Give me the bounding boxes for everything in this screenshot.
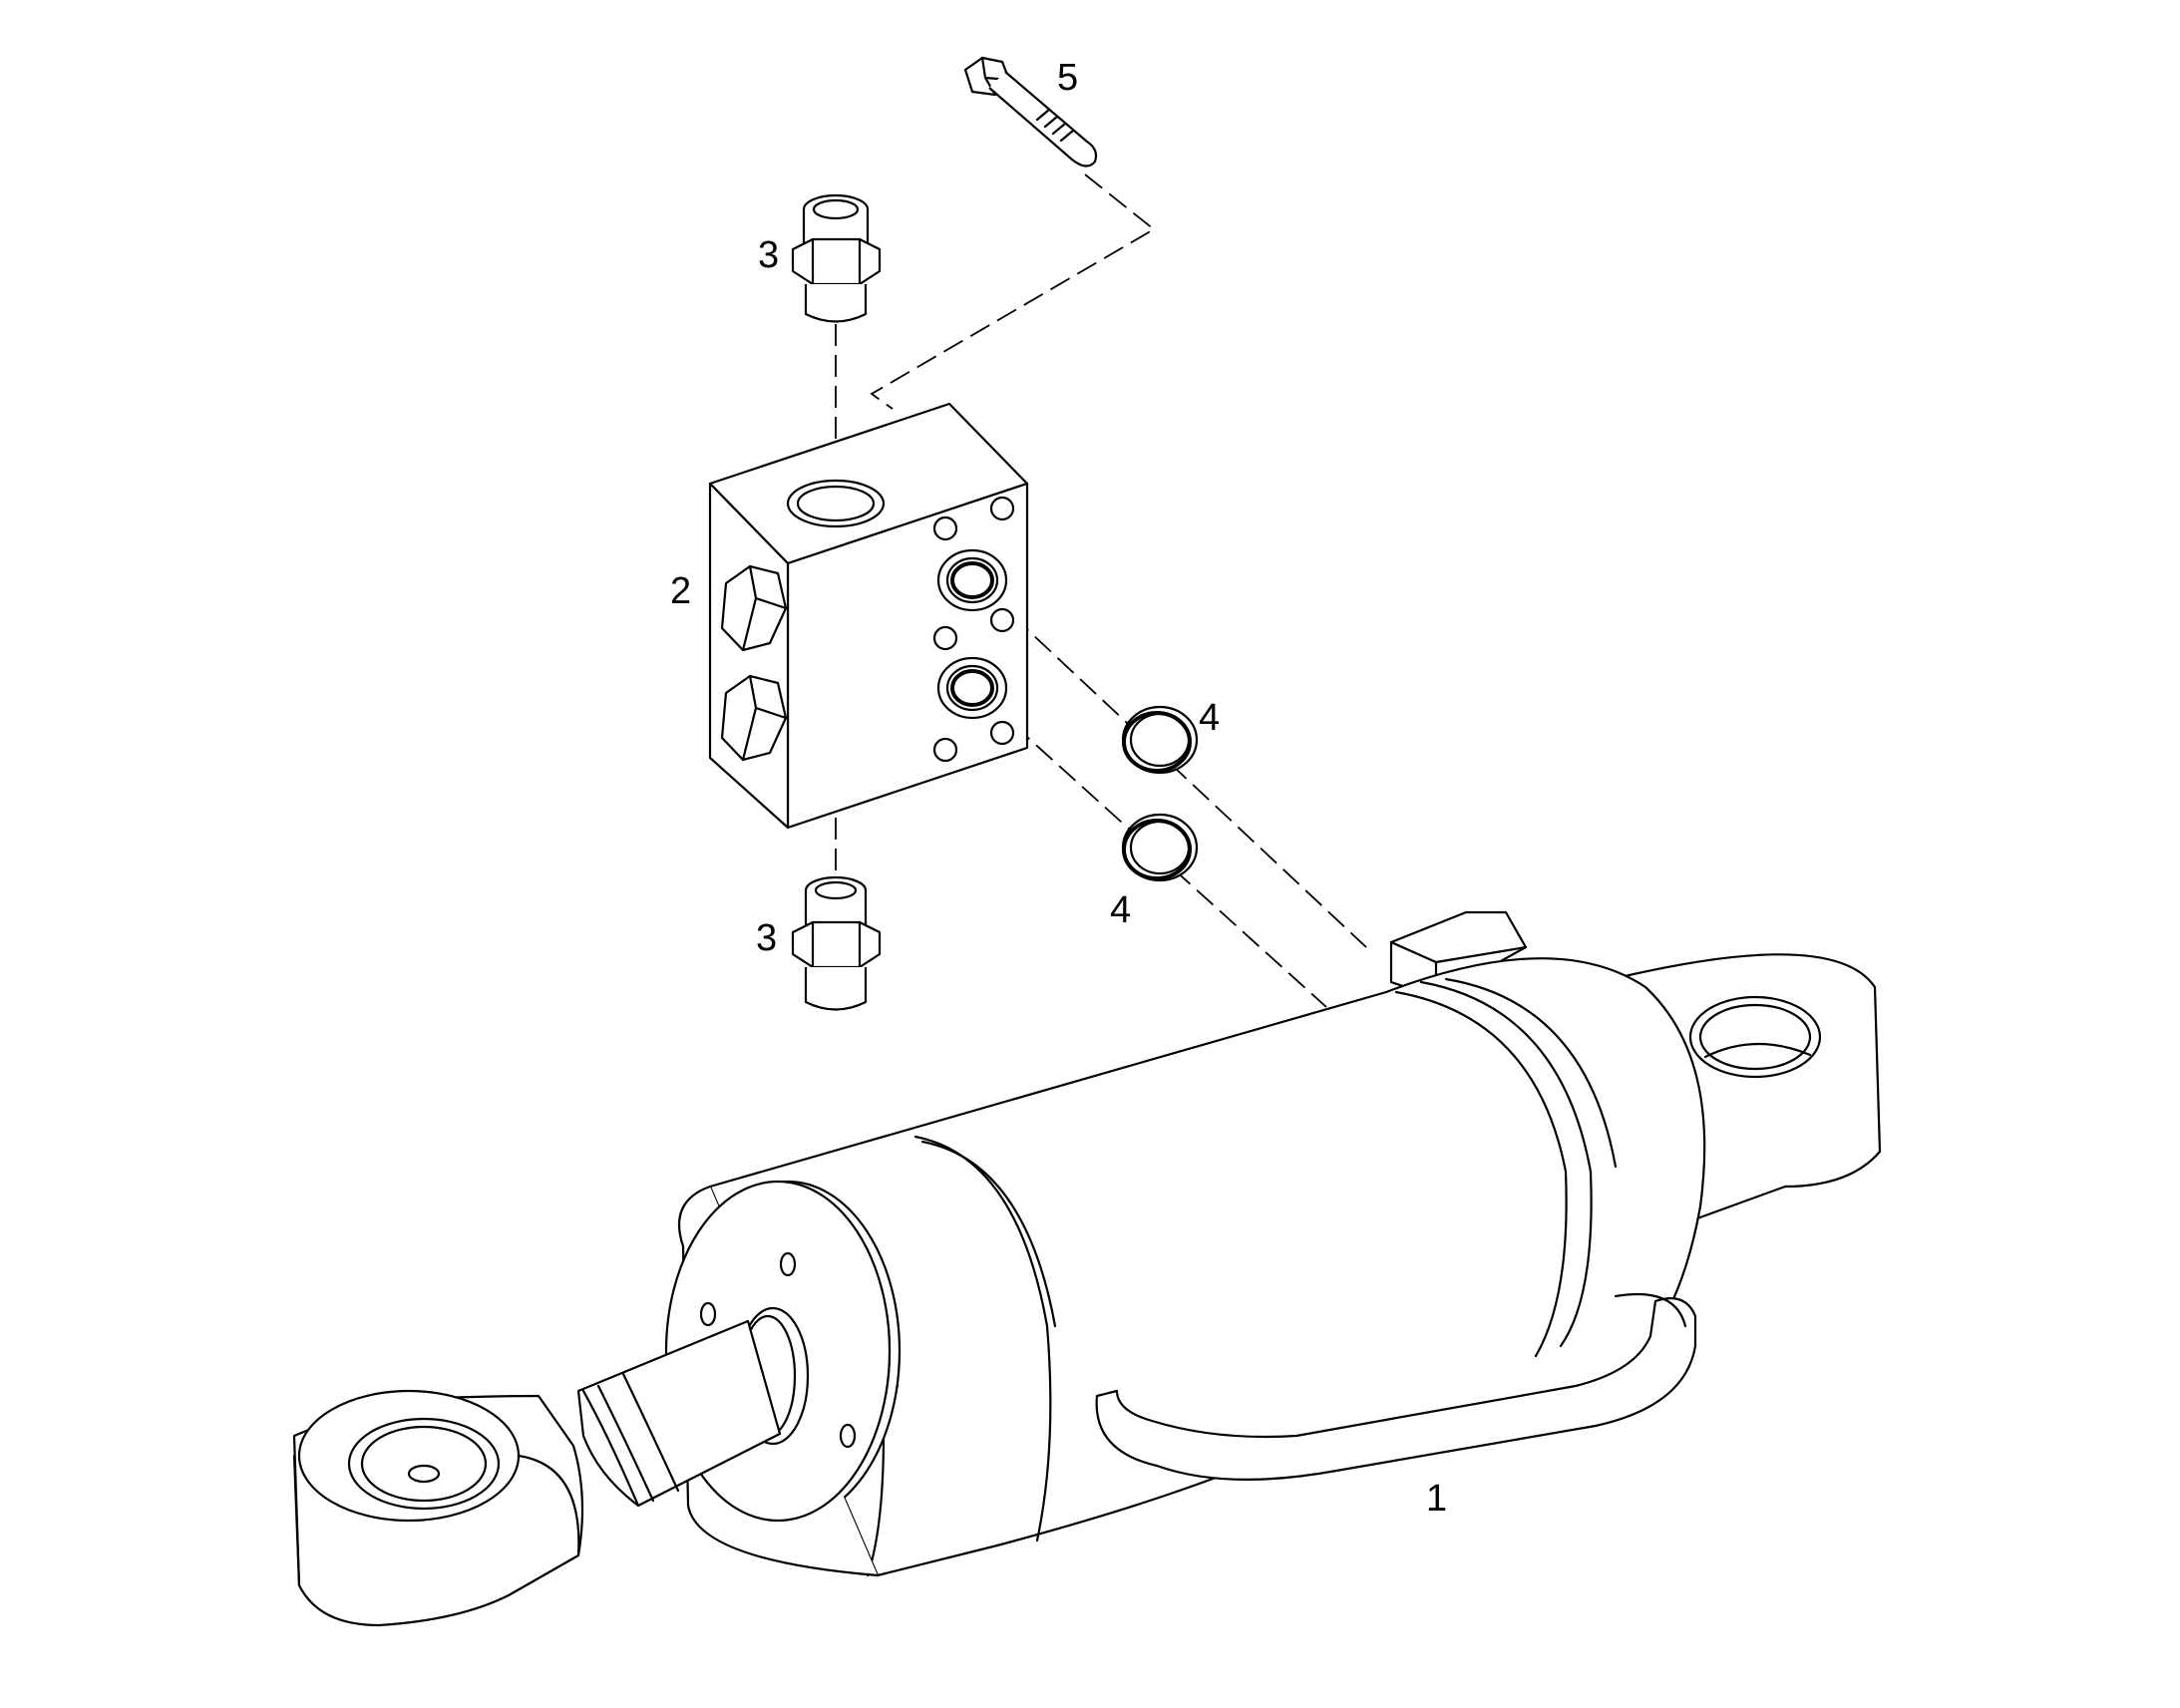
seal-ring-lower — [1121, 813, 1199, 882]
callout-seal-upper: 4 — [1199, 697, 1220, 739]
callout-fitting-top: 3 — [758, 234, 779, 276]
fitting-bottom — [791, 875, 882, 1011]
seal-ring-upper — [1121, 705, 1199, 775]
callout-seal-lower: 4 — [1110, 889, 1131, 931]
callout-valve-block: 2 — [670, 570, 691, 612]
fitting-top — [791, 193, 882, 323]
hydraulic-cylinder — [292, 910, 1882, 1627]
callout-cylinder: 1 — [1426, 1478, 1447, 1520]
callout-bolt: 5 — [1057, 57, 1078, 99]
callout-fitting-bottom: 3 — [756, 917, 777, 959]
valve-block — [708, 402, 1029, 830]
bolt — [963, 56, 1098, 168]
